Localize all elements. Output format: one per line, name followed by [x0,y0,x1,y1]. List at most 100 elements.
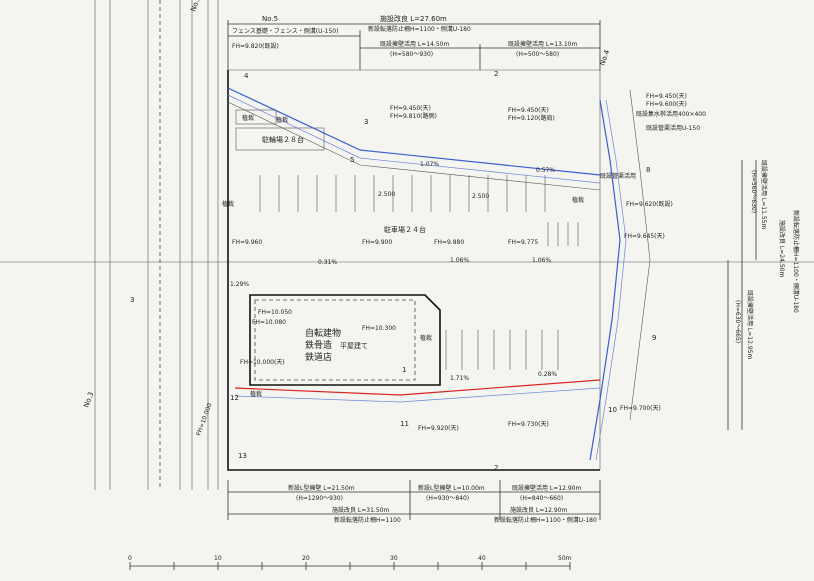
pct-c: 1.06% [532,257,551,264]
label-top-fence: フェンス基礎・フェンス・側溝(U-150) [232,27,338,35]
scale-20: 20 [302,555,310,562]
right-seg2-label: 既設擁壁活用 L=12.95m [746,290,754,359]
bot-total1-sub: 新設転落防止柵H=1100 [334,516,401,524]
scale-30: 30 [390,555,398,562]
fh-h: FH=9.900 [362,239,392,246]
width-main-label: 2.500 [378,191,395,198]
section-11: 11 [400,420,409,428]
planting-label-5: 植栽 [250,390,262,398]
right-seg1-sub: (H=560～630) [750,170,757,213]
fh-k: FH=9.645(天) [624,233,665,240]
building-label-1: 自転建物 [305,327,341,339]
pct-h: 1.29% [230,281,249,288]
label-top-total-sub: 新設転落防止柵H=1100・側溝U-180 [368,25,471,33]
fh-r: FH=9.700(天) [620,405,661,412]
planting-label-4: 植栽 [420,334,432,342]
fh-o: FH=10.000(天) [240,359,285,366]
fh-c: FH=9.450(天) [508,107,549,114]
top-dimensions [227,20,601,70]
section-3-left: 3 [130,296,134,304]
station-label-left: No.3 [82,391,95,409]
pct-f: 1.07% [420,161,439,168]
label-top-right-seg-sub: (H=500～580) [516,51,559,58]
building-label-3: 平屋建て [340,341,368,350]
bottom-dimensions [227,480,601,520]
fh-a: FH=9.820(既設) [232,42,279,50]
section-8: 8 [646,166,650,174]
fh-b: FH=9.450(天) [390,105,431,112]
bot-total2: 施設改良 L=12.90m [510,506,567,514]
right-seg1-label: 既設擁壁活用 L=11.55m [760,160,768,229]
planting-label-6: 植栽 [572,196,584,204]
section-10: 10 [608,406,617,414]
pct-b: 1.06% [450,257,469,264]
pct-g: 0.57% [536,167,555,174]
label-top-left-seg: 既設擁壁活用 L=14.50m [380,40,449,48]
bicycle-parking-area [235,109,325,151]
parking-stalls-bottom [445,330,559,370]
right-total-label: 施設改良 L=24.50m [778,220,786,277]
fh-q: FH=9.730(天) [508,421,549,428]
building-label-2: 鉄骨造 [305,339,332,351]
right-drain2-label: 既設管渠活用 [600,172,636,180]
label-top-right-seg: 既設擁壁活用 L=13.10m [508,40,577,48]
label-top-total: 施設改良 L=27.60m [380,14,447,23]
fh-n: FH=10.300 [362,325,396,332]
planting-label-2: 植栽 [276,116,288,124]
width-d-label: 2.500 [472,193,489,200]
scale-10: 10 [214,555,222,562]
scale-0: 0 [128,555,132,562]
fh-c2: FH=9.120(路肩) [508,114,555,122]
section-5: 5 [350,156,354,164]
bot-seg3-sub: (H=840～660) [520,495,563,502]
right-edge-curve [589,89,651,461]
fh-p: FH=9.920(天) [418,425,459,432]
approach-road [227,87,601,403]
planting-label-1: 植栽 [242,114,254,122]
fh-b2: FH=9.810(路側) [390,112,437,120]
fh-m: FH=10.080 [252,319,286,326]
parking-label: 駐車場２４台 [384,225,426,234]
fh-f: FH=9.620(既設) [626,200,673,208]
label-top-left-seg-sub: (H=580～930) [390,51,433,58]
fh-e: FH=9.600(天) [646,101,687,108]
pct-d: 1.71% [450,375,469,382]
right-dimensions [727,160,757,430]
bot-total2-sub: 新設転落防止柵H=1100・側溝U-180 [494,516,597,524]
bot-seg2-sub: (H=930～840) [426,495,469,502]
bot-seg2: 新設L型擁壁 L=10.00m [418,484,485,492]
section-2-bot: 2 [494,464,498,472]
bot-total1: 施設改良 L=31.50m [332,506,389,514]
pct-a: 0.31% [318,259,337,266]
parking-stalls-middle [547,222,579,246]
section-12: 12 [230,394,239,402]
section-9: 9 [652,334,656,342]
fh-s: FH=10.000 [195,402,213,437]
parking-stalls-top [259,175,546,212]
right-seg2-sub: (H=630～665) [734,300,741,343]
building-label-4: 鉄道店 [305,351,332,363]
pct-e: 0.28% [538,371,557,378]
section-13: 13 [238,452,247,460]
scale-40: 40 [478,555,486,562]
right-total-sub: 新設転落防止柵H=1100・側溝U-180 [792,210,800,313]
scale-bar [129,562,571,570]
site-boundary [227,69,601,471]
section-3-top: 3 [364,118,368,126]
bicycle-parking-label: 駐輪場２８台 [262,135,304,144]
fh-d: FH=9.450(天) [646,93,687,100]
bot-seg3: 既設擁壁活用 L=12.90m [512,484,581,492]
building [249,294,441,386]
station-label-top: No.3 [189,0,202,13]
scale-50: 50m [558,555,572,562]
section-4-top: 4 [244,72,249,80]
planting-label-3: 植栽 [222,200,234,208]
label-top-fence-head: No.5 [262,15,278,23]
section-2-top: 2 [494,70,498,78]
section-1-mid: 1 [402,366,406,374]
bot-seg1: 新設L型擁壁 L=21.50m [288,484,355,492]
bot-seg1-sub: (H=1290～930) [296,495,343,502]
road-edge-lines [94,0,219,490]
